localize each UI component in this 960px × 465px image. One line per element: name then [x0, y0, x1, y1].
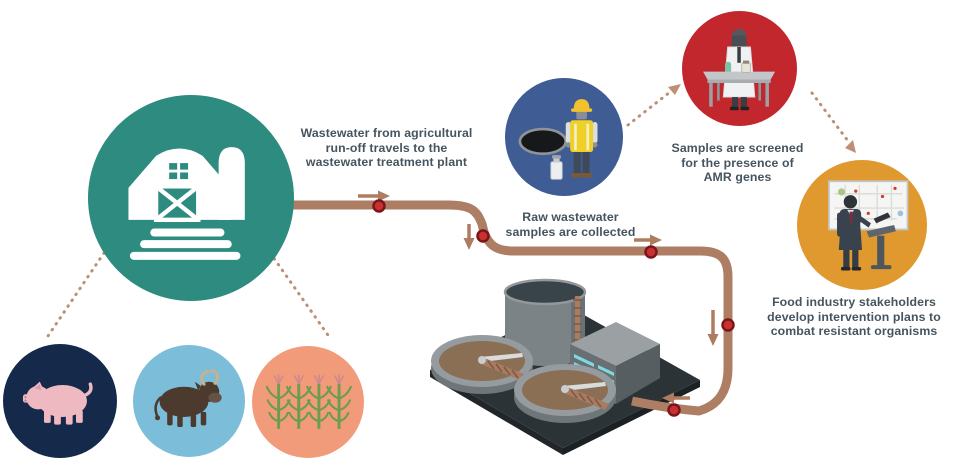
manhole-icon [518, 127, 568, 156]
sampling-worker-node [505, 78, 623, 196]
caption-line: Samples are screened [671, 141, 804, 155]
cattle-node [133, 345, 245, 457]
caption-line: develop intervention plans to [767, 309, 941, 324]
hard-hat-icon [573, 99, 590, 110]
caption-line: for the presence of [681, 155, 794, 170]
caption-line: wastewater treatment plant [305, 155, 468, 170]
worker-sampling-icon [518, 99, 598, 180]
caption-intervention: Food industry stakeholders develop inter… [748, 295, 960, 339]
barn-icon [128, 147, 245, 260]
cattle-icon [154, 369, 222, 428]
pig-icon [22, 381, 93, 425]
farm-node [88, 95, 294, 301]
caption-line: Raw wastewater [522, 210, 619, 224]
caption-farm-runoff: Wastewater from agricultural run-off tra… [284, 126, 489, 170]
caption-line: AMR genes [703, 170, 772, 185]
stakeholder-presentation-icon [828, 180, 909, 271]
main-pipe [282, 200, 733, 416]
tie-icon [849, 211, 853, 224]
wastewater-treatment-plant-illustration [430, 278, 700, 455]
caption-line: Food industry stakeholders [772, 295, 936, 309]
lectern-icon [866, 212, 896, 270]
flow-arrows [358, 190, 719, 404]
dashed-connectors [46, 90, 850, 340]
valve-indicators [372, 199, 735, 417]
sample-bottle-icon [550, 155, 563, 180]
corn-node [252, 346, 364, 458]
corn-icon [265, 373, 353, 431]
dashed-arrowheads [668, 84, 856, 153]
test-tube-icon [725, 61, 732, 74]
caption-line: combat resistant organisms [770, 324, 938, 339]
clarifier-basin-icon [431, 335, 533, 394]
stakeholder-node [797, 160, 927, 290]
caption-raw-samples: Raw wastewater samples are collected [483, 210, 658, 239]
lab-scientist-node [682, 11, 797, 126]
lab-table-icon [703, 71, 776, 107]
pig-node [3, 344, 117, 458]
caption-screening: Samples are screened for the presence of… [655, 141, 820, 185]
clarifier-basin-icon [514, 364, 616, 423]
scientist-lab-icon [703, 28, 776, 111]
caption-line: run-off travels to the [325, 140, 448, 155]
caption-line: samples are collected [505, 224, 636, 239]
digester-tank-icon [503, 278, 587, 366]
caption-line: Wastewater from agricultural [300, 126, 473, 140]
sample-container-icon [741, 60, 751, 73]
